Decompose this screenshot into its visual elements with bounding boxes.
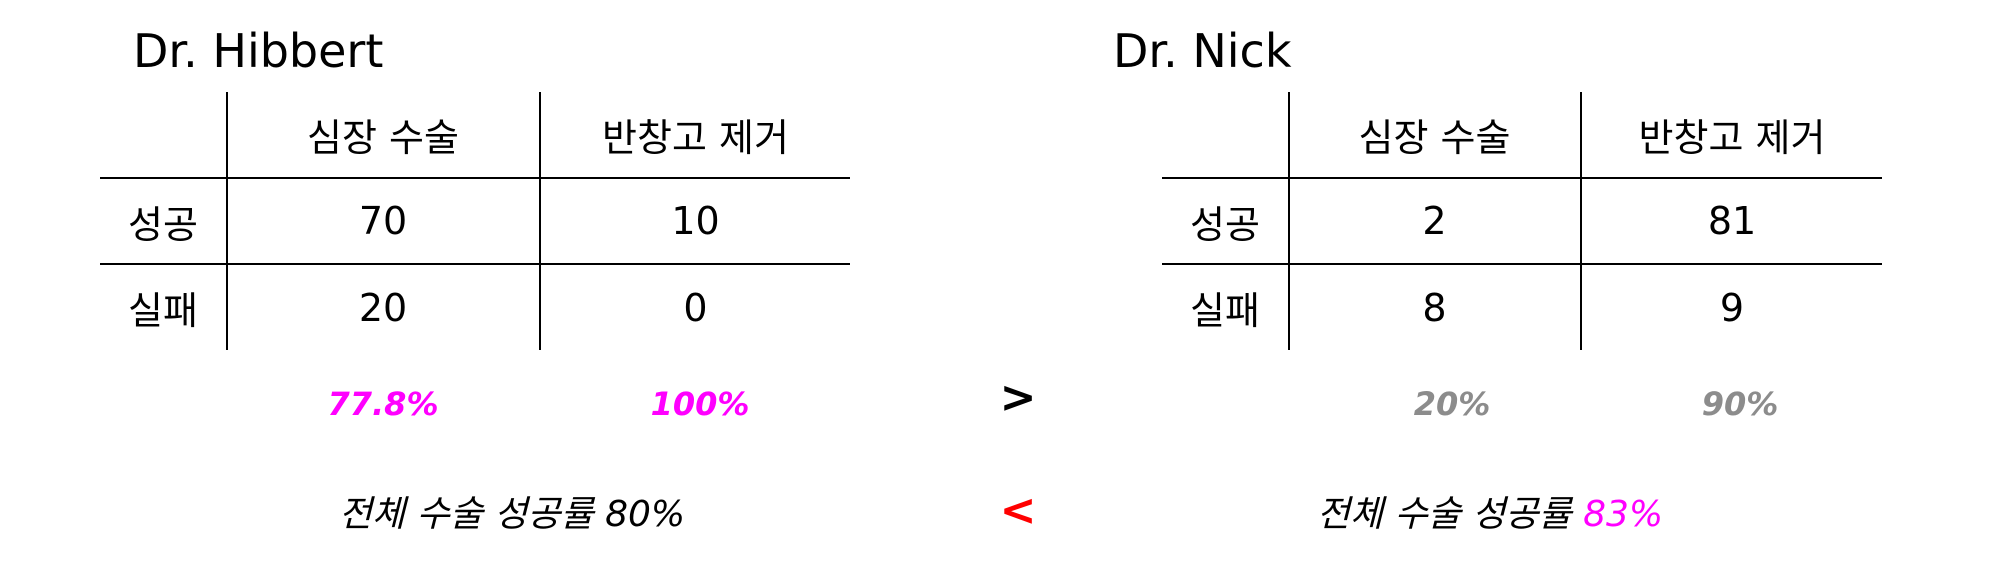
- doctor-name-left: Dr. Hibbert: [133, 24, 384, 78]
- table-cell: 70: [358, 199, 408, 243]
- table-cell: 0: [683, 285, 708, 330]
- row-label: 실패: [1190, 289, 1260, 333]
- table-cell: 9: [1719, 285, 1745, 330]
- overall-value-highlight: 83%: [1583, 494, 1664, 535]
- table-divider: [1162, 263, 1882, 265]
- success-rate: 77.8%: [327, 385, 439, 423]
- row-label: 성공: [1190, 202, 1260, 247]
- table-cell: 8: [1422, 285, 1447, 330]
- col-header: 반창고 제거: [602, 116, 789, 160]
- table-divider: [1580, 92, 1582, 350]
- table-cell: 10: [671, 199, 720, 243]
- col-header: 반창고 제거: [1638, 116, 1826, 160]
- row-label: 실패: [128, 289, 198, 333]
- doctor-name-right: Dr. Nick: [1113, 24, 1292, 78]
- table-divider: [100, 263, 850, 265]
- table-divider: [226, 92, 228, 350]
- table-divider: [1162, 177, 1882, 179]
- col-header: 심장 수술: [307, 116, 459, 160]
- table-cell: 81: [1707, 199, 1757, 243]
- table-divider: [100, 177, 850, 179]
- overall-success-rate: 전체 수술 성공률 80%: [339, 485, 685, 537]
- overall-success-rate: 전체 수술 성공률 83%: [1317, 485, 1663, 537]
- table-cell: 2: [1422, 199, 1447, 243]
- success-rate: 20%: [1413, 385, 1491, 423]
- overall-value: 80%: [605, 494, 686, 535]
- table-divider: [1288, 92, 1290, 350]
- comparison-greater-than: >: [999, 372, 1037, 423]
- success-rate: 90%: [1701, 385, 1779, 423]
- table-left: 심장 수술 반창고 제거 성공 70 10 실패 20 0: [100, 92, 850, 350]
- comparison-less-than: <: [999, 485, 1037, 536]
- success-rate: 100%: [650, 385, 750, 423]
- row-label: 성공: [128, 202, 198, 247]
- overall-label: 전체 수술 성공률: [338, 494, 606, 535]
- table-cell: 20: [358, 285, 408, 330]
- table-divider: [539, 92, 541, 350]
- table-right: 심장 수술 반창고 제거 성공 2 81 실패 8 9: [1162, 92, 1882, 350]
- col-header: 심장 수술: [1358, 116, 1511, 160]
- overall-label: 전체 수술 성공률: [1316, 494, 1584, 535]
